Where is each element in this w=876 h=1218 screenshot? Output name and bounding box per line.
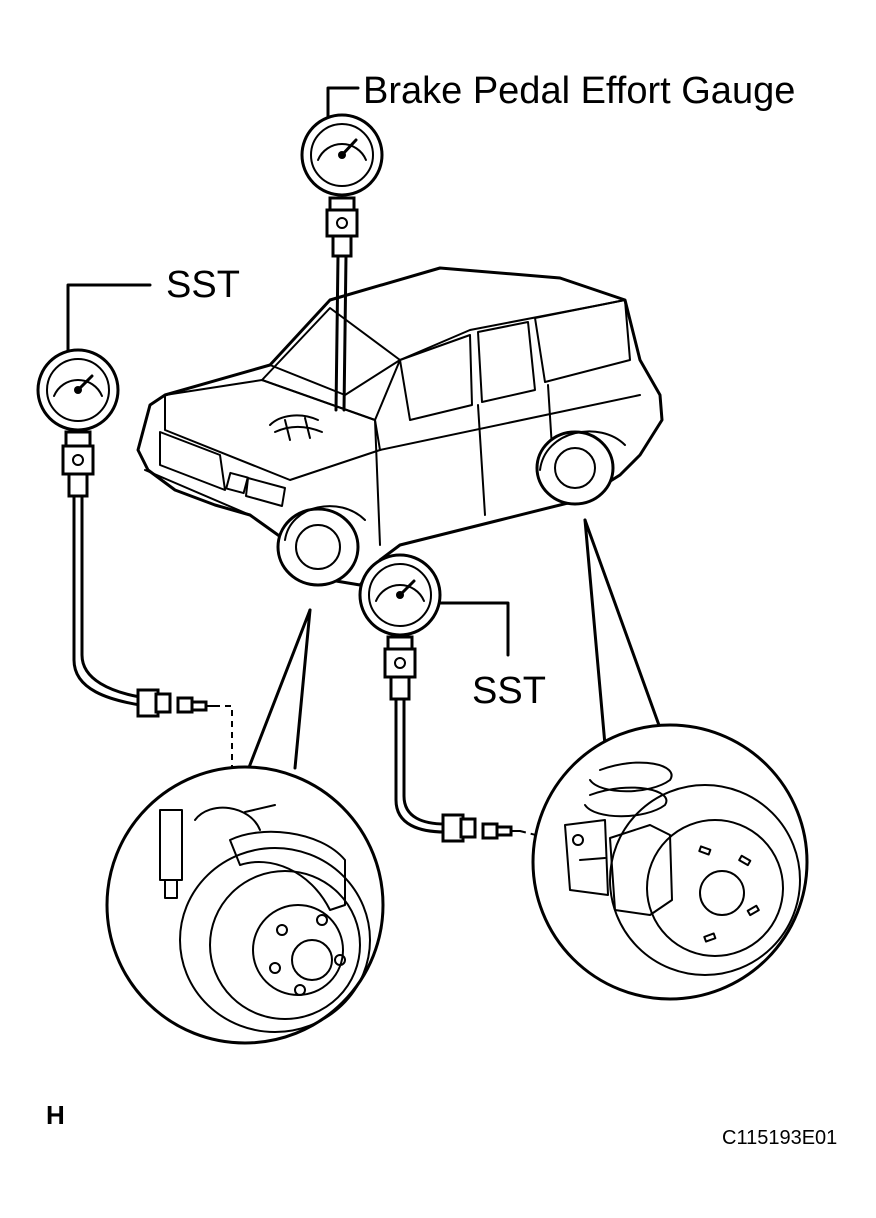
callout-lines <box>246 518 662 772</box>
rear-brake-detail <box>531 723 809 1001</box>
sst-gauge-right <box>358 553 576 846</box>
brake-pedal-effort-gauge <box>300 86 384 412</box>
vehicle <box>136 266 664 587</box>
sst-left-label: SST <box>166 264 240 306</box>
brake-pedal-effort-gauge-label: Brake Pedal Effort Gauge <box>363 70 796 112</box>
sst-gauge-left <box>36 283 233 845</box>
sst-right-label: SST <box>472 670 546 712</box>
figure-code: C115193E01 <box>722 1127 838 1149</box>
view-letter: H <box>46 1100 65 1130</box>
front-brake-detail <box>105 765 385 1045</box>
